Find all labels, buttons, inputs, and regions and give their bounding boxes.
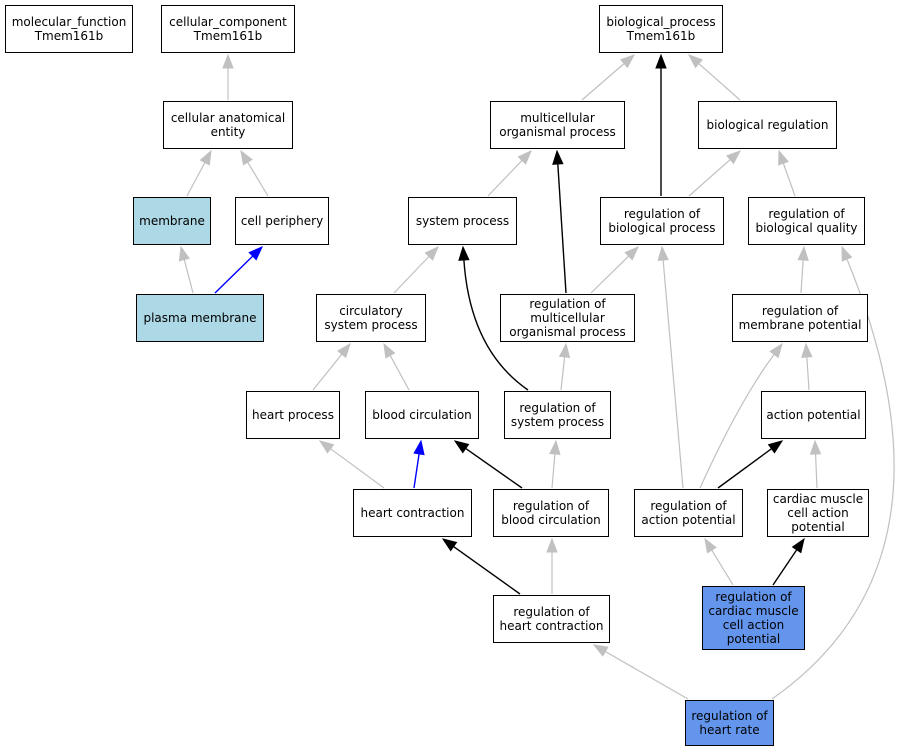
edge-regulation-of-heart-contraction-to-heart-contraction bbox=[453, 545, 521, 595]
edge-regulation-of-biological-process-to-biological-regulation bbox=[688, 159, 731, 197]
edge-multicellular-organismal-process-to-biological-process bbox=[581, 63, 625, 101]
edge-blood-circulation-to-circulatory-system-process-arrowhead bbox=[383, 342, 396, 359]
node-cellular-anatomical-entity[interactable]: cellular anatomical entity bbox=[163, 101, 293, 149]
edge-regulation-of-cardiac-muscle-cell-action-potential-to-regulation-of-action-potential bbox=[711, 549, 734, 586]
node-regulation-of-heart-rate[interactable]: regulation of heart rate bbox=[685, 700, 774, 746]
edge-regulation-of-membrane-potential-to-regulation-of-biological-quality-arrowhead bbox=[797, 245, 809, 261]
edge-regulation-of-heart-rate-to-regulation-of-heart-contraction bbox=[604, 650, 689, 700]
node-circulatory-system-process[interactable]: circulatory system process bbox=[316, 294, 426, 342]
edge-plasma-membrane-to-cell-periphery bbox=[214, 255, 254, 294]
edge-system-process-to-multicellular-organismal-process bbox=[487, 159, 523, 197]
edge-heart-contraction-to-blood-circulation-arrowhead bbox=[413, 439, 425, 456]
edge-regulation-of-action-potential-to-action-potential bbox=[717, 448, 772, 489]
node-regulation-of-biological-process[interactable]: regulation of biological process bbox=[600, 197, 724, 245]
edge-regulation-of-system-process-to-regulation-of-multicellular-organismal-process-arrowhead bbox=[558, 342, 571, 359]
edge-circulatory-system-process-to-system-process-arrowhead bbox=[424, 245, 439, 261]
edge-regulation-of-action-potential-to-regulation-of-membrane-potential bbox=[699, 354, 775, 489]
edge-membrane-to-cellular-anatomical-entity bbox=[186, 162, 206, 197]
edge-system-process-to-multicellular-organismal-process-arrowhead bbox=[517, 149, 532, 165]
edge-regulation-of-biological-quality-to-biological-regulation bbox=[782, 163, 796, 197]
node-regulation-of-membrane-potential[interactable]: regulation of membrane potential bbox=[732, 294, 868, 342]
edge-regulation-of-action-potential-to-action-potential-arrowhead bbox=[767, 440, 784, 454]
edge-regulation-of-biological-process-to-biological-process-arrowhead bbox=[655, 53, 667, 69]
edge-regulation-of-multicellular-organismal-process-to-multicellular-organismal-process bbox=[557, 163, 567, 294]
edge-regulation-of-action-potential-to-regulation-of-biological-process bbox=[662, 259, 684, 489]
edge-regulation-of-multicellular-organismal-process-to-regulation-of-biological-process-arrowhead bbox=[624, 246, 639, 261]
node-cell-periphery[interactable]: cell periphery bbox=[235, 197, 329, 245]
edge-heart-contraction-to-heart-process bbox=[330, 448, 385, 489]
node-membrane[interactable]: membrane bbox=[133, 197, 211, 245]
edge-regulation-of-blood-circulation-to-blood-circulation bbox=[465, 447, 523, 489]
edge-regulation-of-cardiac-muscle-cell-action-potential-to-regulation-of-action-potential-arrowhead bbox=[704, 537, 717, 554]
edge-regulation-of-multicellular-organismal-process-to-multicellular-organismal-process-arrowhead bbox=[552, 149, 564, 165]
node-regulation-of-biological-quality[interactable]: regulation of biological quality bbox=[748, 197, 865, 245]
node-system-process[interactable]: system process bbox=[408, 197, 517, 245]
edge-regulation-of-blood-circulation-to-regulation-of-system-process bbox=[551, 453, 556, 489]
node-heart-contraction[interactable]: heart contraction bbox=[353, 489, 472, 537]
edge-membrane-to-cellular-anatomical-entity-arrowhead bbox=[199, 149, 212, 166]
node-cardiac-muscle-cell-action-potential[interactable]: cardiac muscle cell action potential bbox=[767, 489, 869, 537]
edge-cellular-anatomical-entity-to-cellular-component-arrowhead bbox=[222, 53, 234, 69]
edge-plasma-membrane-to-cell-periphery-arrowhead bbox=[248, 246, 263, 261]
edge-heart-process-to-circulatory-system-process bbox=[312, 353, 343, 391]
edge-cell-periphery-to-cellular-anatomical-entity-arrowhead bbox=[240, 149, 253, 166]
edge-plasma-membrane-to-membrane bbox=[183, 259, 194, 294]
edge-regulation-of-heart-rate-to-regulation-of-biological-quality-arrowhead bbox=[841, 245, 853, 262]
edge-cell-periphery-to-cellular-anatomical-entity bbox=[247, 161, 269, 197]
node-regulation-of-system-process[interactable]: regulation of system process bbox=[504, 391, 611, 439]
node-regulation-of-multicellular-organismal-process[interactable]: regulation of multicellular organismal p… bbox=[500, 294, 635, 342]
edge-regulation-of-system-process-to-system-process bbox=[463, 259, 529, 391]
edge-plasma-membrane-to-membrane-arrowhead bbox=[178, 245, 190, 262]
edge-biological-regulation-to-biological-process bbox=[698, 63, 741, 101]
edge-regulation-of-blood-circulation-to-blood-circulation-arrowhead bbox=[453, 440, 470, 454]
edge-regulation-of-heart-rate-to-regulation-of-biological-quality bbox=[771, 258, 895, 700]
edge-regulation-of-biological-process-to-biological-regulation-arrowhead bbox=[726, 150, 742, 165]
node-heart-process[interactable]: heart process bbox=[246, 391, 340, 439]
node-cellular-component[interactable]: cellular_component Tmem161b bbox=[161, 5, 295, 53]
edge-regulation-of-heart-contraction-to-regulation-of-blood-circulation-arrowhead bbox=[546, 537, 558, 553]
node-regulation-of-action-potential[interactable]: regulation of action potential bbox=[634, 489, 743, 537]
edge-regulation-of-blood-circulation-to-regulation-of-system-process-arrowhead bbox=[549, 439, 561, 455]
edge-regulation-of-system-process-to-regulation-of-multicellular-organismal-process bbox=[560, 356, 566, 391]
edge-heart-contraction-to-blood-circulation bbox=[413, 453, 420, 489]
edge-regulation-of-system-process-to-system-process-arrowhead bbox=[458, 245, 470, 261]
node-blood-circulation[interactable]: blood circulation bbox=[365, 391, 479, 439]
edge-regulation-of-cardiac-muscle-cell-action-potential-to-cardiac-muscle-cell-action-potential bbox=[772, 549, 798, 586]
node-regulation-of-blood-circulation[interactable]: regulation of blood circulation bbox=[493, 489, 609, 537]
edge-regulation-of-action-potential-to-regulation-of-membrane-potential-arrowhead bbox=[769, 342, 783, 359]
edge-regulation-of-heart-rate-to-regulation-of-heart-contraction-arrowhead bbox=[592, 644, 609, 657]
edge-heart-process-to-circulatory-system-process-arrowhead bbox=[337, 342, 351, 359]
node-biological-regulation[interactable]: biological regulation bbox=[698, 101, 837, 149]
node-regulation-of-heart-contraction[interactable]: regulation of heart contraction bbox=[493, 595, 610, 643]
edge-regulation-of-action-potential-to-regulation-of-biological-process-arrowhead bbox=[657, 245, 669, 261]
edge-circulatory-system-process-to-system-process bbox=[393, 255, 430, 294]
edge-blood-circulation-to-circulatory-system-process bbox=[389, 355, 410, 391]
edge-cardiac-muscle-cell-action-potential-to-action-potential-arrowhead bbox=[809, 439, 822, 455]
node-action-potential[interactable]: action potential bbox=[761, 391, 866, 439]
edge-regulation-of-multicellular-organismal-process-to-regulation-of-biological-process bbox=[590, 255, 630, 294]
edge-regulation-of-heart-contraction-to-heart-contraction-arrowhead bbox=[441, 538, 458, 552]
edge-biological-regulation-to-biological-process-arrowhead bbox=[687, 54, 703, 69]
edge-cardiac-muscle-cell-action-potential-to-action-potential bbox=[814, 453, 818, 489]
edge-regulation-of-biological-quality-to-biological-regulation-arrowhead bbox=[778, 149, 789, 166]
node-regulation-of-cardiac-muscle-cell-action-potential[interactable]: regulation of cardiac muscle cell action… bbox=[702, 586, 805, 650]
edge-regulation-of-cardiac-muscle-cell-action-potential-to-cardiac-muscle-cell-action-potential-arrowhead bbox=[791, 537, 805, 554]
node-multicellular-organismal-process[interactable]: multicellular organismal process bbox=[490, 101, 625, 149]
node-biological-process[interactable]: biological_process Tmem161b bbox=[599, 5, 723, 53]
node-plasma-membrane[interactable]: plasma membrane bbox=[136, 294, 264, 342]
edge-action-potential-to-regulation-of-membrane-potential-arrowhead bbox=[801, 342, 813, 358]
node-molecular-function[interactable]: molecular_function Tmem161b bbox=[5, 5, 133, 53]
edge-regulation-of-membrane-potential-to-regulation-of-biological-quality bbox=[800, 259, 804, 294]
edge-action-potential-to-regulation-of-membrane-potential bbox=[806, 356, 810, 391]
edge-multicellular-organismal-process-to-biological-process-arrowhead bbox=[620, 54, 636, 69]
edge-heart-contraction-to-heart-process-arrowhead bbox=[318, 440, 335, 454]
